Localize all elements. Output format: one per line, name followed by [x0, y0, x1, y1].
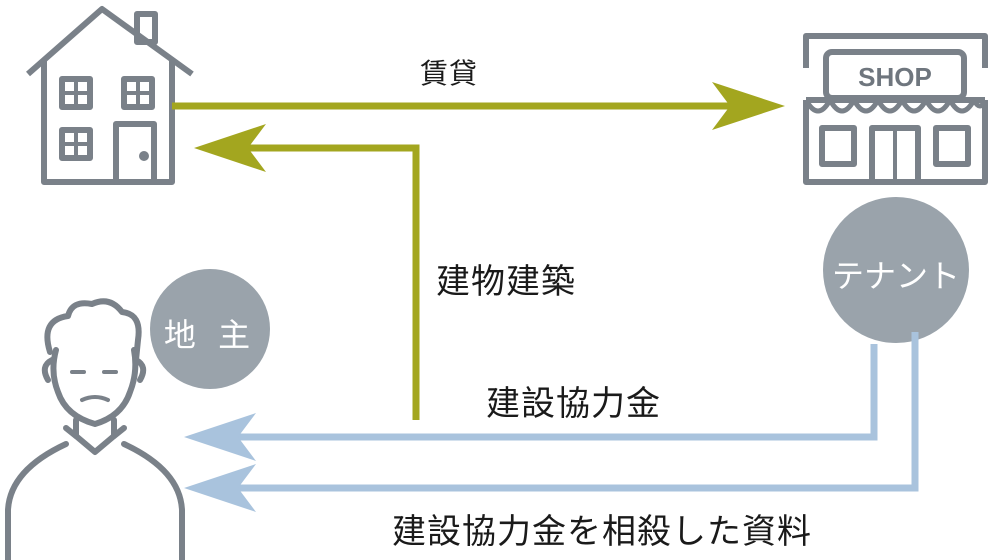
construction-cooperation-fund-arrow	[184, 344, 878, 461]
tenant-label: テナント	[831, 257, 960, 295]
shop-sign-text: SHOP	[858, 62, 932, 92]
landowner-label: 地 主	[163, 316, 257, 354]
shop-icon	[803, 33, 988, 185]
tenant-circle	[823, 197, 969, 343]
rent-label: 賃貸	[420, 57, 479, 90]
rent-arrow	[172, 82, 785, 130]
building-construction-label: 建物建築	[436, 262, 576, 302]
construction-cooperation-fund-label: 建設協力金	[486, 384, 661, 424]
elderly-man-icon	[5, 298, 185, 560]
landowner-circle	[150, 269, 270, 389]
house-icon	[26, 6, 194, 185]
building-construction-arrow	[194, 124, 420, 420]
offset-rent-label: 建設協力金を相殺した資料	[392, 512, 812, 552]
offset-rent-arrow	[184, 332, 919, 512]
